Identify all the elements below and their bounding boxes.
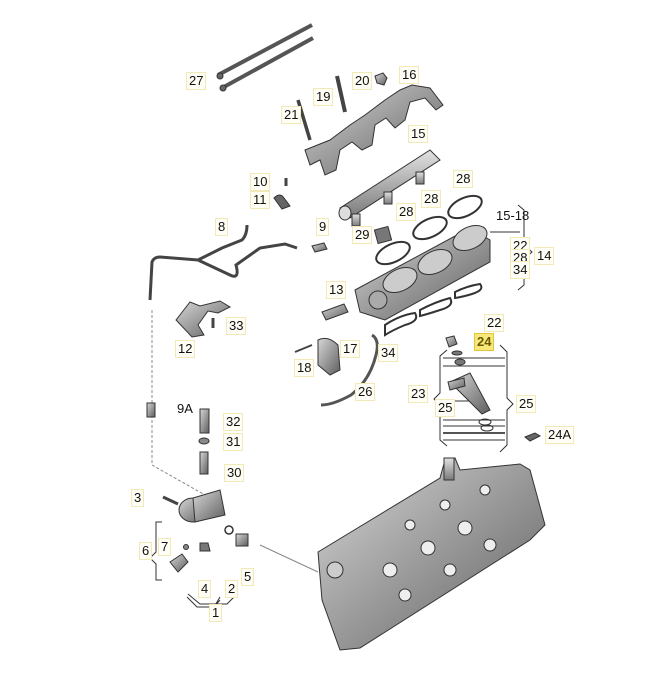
callout-20: 20 bbox=[352, 72, 373, 90]
gasket-28-part bbox=[375, 240, 411, 266]
clamp-11-part bbox=[273, 194, 291, 210]
union-30-part bbox=[199, 451, 209, 475]
gasket-22-part bbox=[384, 311, 418, 337]
cylinder-head-part bbox=[317, 457, 546, 651]
callout-14: 14 bbox=[534, 247, 555, 265]
callout-34: 34 bbox=[378, 344, 399, 362]
bracket-16-part bbox=[304, 84, 444, 176]
callout-7: 7 bbox=[158, 538, 172, 556]
fitting-9-part bbox=[311, 242, 328, 253]
clip-29-part bbox=[373, 225, 393, 245]
callout-13: 13 bbox=[326, 281, 347, 299]
intake-manifold-14-part bbox=[354, 224, 491, 321]
callout-5: 5 bbox=[241, 568, 255, 586]
callout-3: 3 bbox=[131, 489, 145, 507]
sleeve-32-part bbox=[199, 408, 210, 434]
clip-24A-part bbox=[524, 432, 542, 442]
actuator-17-part bbox=[317, 337, 341, 376]
callout-8: 8 bbox=[215, 218, 229, 236]
callout-17: 17 bbox=[340, 340, 361, 358]
callout-11: 11 bbox=[250, 191, 270, 209]
nut-20-part bbox=[374, 72, 388, 86]
fuel-line-8-part bbox=[148, 224, 298, 301]
gasket-22-part bbox=[454, 282, 483, 300]
sensor-13-part bbox=[321, 303, 349, 321]
sensor-6-part bbox=[169, 553, 189, 573]
callout-29: 29 bbox=[352, 226, 373, 244]
callout-15-18: 15-18 bbox=[496, 208, 530, 223]
sleeve-5-part bbox=[235, 533, 249, 547]
seal-7-part bbox=[183, 544, 189, 550]
callout-21: 21 bbox=[281, 106, 302, 124]
callout-10: 10 bbox=[250, 173, 271, 191]
hose-26-part bbox=[320, 333, 379, 407]
fuel-rail-wires-part bbox=[216, 23, 314, 92]
callout-26: 26 bbox=[355, 383, 376, 401]
callout-1: 1 bbox=[209, 604, 223, 622]
callout-16: 16 bbox=[399, 66, 420, 84]
callout-24-highlighted[interactable]: 24 bbox=[474, 333, 495, 351]
callout-25: 25 bbox=[435, 399, 456, 417]
bracket-12-part bbox=[175, 300, 232, 338]
callout-28: 28 bbox=[396, 203, 417, 221]
o-ring-2-part bbox=[224, 525, 234, 535]
callout-9: 9 bbox=[316, 218, 330, 236]
callout-18: 18 bbox=[294, 359, 315, 377]
injector-25-part bbox=[447, 372, 494, 432]
callout-19: 19 bbox=[313, 88, 334, 106]
callout-28: 28 bbox=[453, 170, 474, 188]
callout-12: 12 bbox=[175, 340, 196, 358]
cap-24-part bbox=[445, 335, 458, 348]
callout-2: 2 bbox=[225, 580, 239, 598]
callout-6: 6 bbox=[139, 542, 153, 560]
callout-34: 34 bbox=[510, 261, 531, 279]
fuel-pump-1-part bbox=[162, 489, 226, 523]
callout-24A: 24A bbox=[545, 426, 575, 444]
callout-32: 32 bbox=[223, 413, 244, 431]
screw-18-part bbox=[294, 344, 313, 353]
callout-22: 22 bbox=[484, 314, 505, 332]
callout-33: 33 bbox=[226, 317, 247, 335]
callout-4: 4 bbox=[198, 580, 212, 598]
callout-28: 28 bbox=[421, 190, 442, 208]
gasket-28-part bbox=[412, 215, 448, 241]
callout-25: 25 bbox=[516, 395, 537, 413]
fuel-rail-15-part bbox=[338, 149, 441, 227]
fitting-9A-part bbox=[146, 402, 156, 418]
gasket-22-part bbox=[419, 296, 453, 318]
valve-4-part bbox=[199, 542, 211, 552]
bolt-19-part bbox=[335, 75, 347, 113]
callout-23: 23 bbox=[408, 385, 429, 403]
callout-31: 31 bbox=[223, 433, 244, 451]
ring-31-part bbox=[198, 437, 210, 445]
callout-27: 27 bbox=[186, 72, 207, 90]
callout-9A: 9A bbox=[177, 401, 193, 416]
callout-15: 15 bbox=[408, 125, 429, 143]
gasket-28-part bbox=[447, 194, 483, 220]
callout-30: 30 bbox=[224, 464, 245, 482]
